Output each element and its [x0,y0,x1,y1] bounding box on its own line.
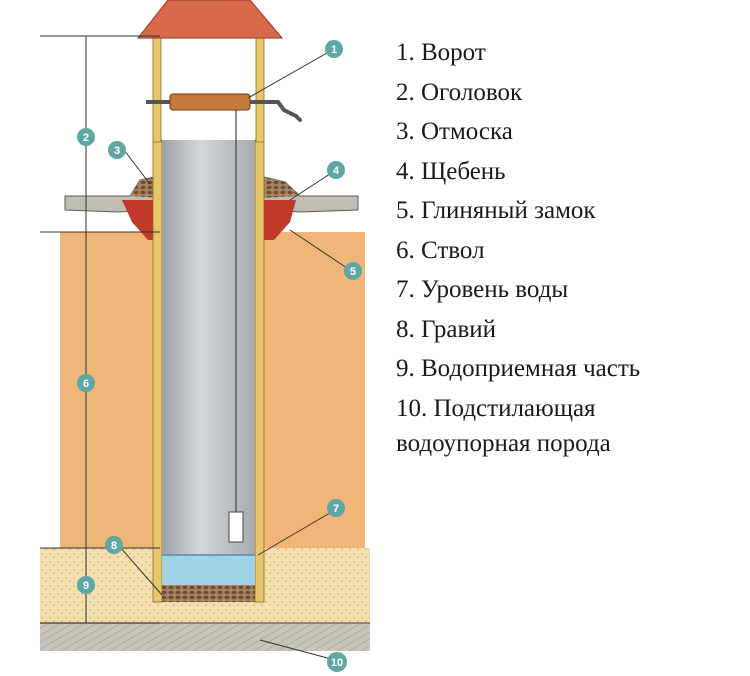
callout-8: 8 [105,536,123,554]
callout-3-num: 3 [114,145,120,157]
windlass-drum [169,93,251,111]
callout-6-num: 6 [83,378,89,390]
callout-1-num: 1 [331,44,337,56]
callout-6: 6 [77,374,95,392]
shaft-wall-right [254,139,265,603]
callout-5-num: 5 [350,266,356,278]
leader-lines [119,48,351,661]
callout-9-num: 9 [83,580,89,592]
clay-lock-right [260,200,296,240]
legend-item-gravel: 8. Гравий [396,315,497,343]
windlass-handle [276,100,302,122]
rubble-right [260,176,300,198]
shaft-interior [162,140,255,555]
shaft-wall-left [152,139,163,603]
gravel [162,585,255,602]
legend-item-bedrock-cont: водоупорная порода [396,430,611,457]
legend-item-shaft: 6. Ствол [396,236,485,264]
legend-item-intake: 9. Водоприемная часть [396,355,641,382]
legend-item-head: 2. Оголовок [396,78,523,106]
head-post-left [152,35,162,143]
legend-item-water-level: 7. Уровень воды [396,276,569,303]
callout-9: 9 [77,576,95,594]
callout-3: 3 [108,141,126,159]
bucket [228,511,244,543]
water [162,555,255,585]
callout-8-num: 8 [111,540,117,552]
clay-lock-left [122,200,160,240]
callout-10-num: 10 [331,657,343,669]
legend-item-rubble: 4. Щебень [396,157,506,185]
legend-item-blind-area: 3. Отмоска [396,118,513,145]
rubble-left [130,176,160,198]
legend-item-windlass: 1. Ворот [396,39,486,66]
callout-1: 1 [325,40,343,58]
callout-7-num: 7 [333,503,339,515]
callout-10: 10 [327,652,347,672]
roof [136,0,284,39]
callout-4-num: 4 [333,165,340,177]
callout-4: 4 [327,161,345,179]
callout-5: 5 [344,262,362,280]
callout-2: 2 [77,128,95,146]
legend-item-bedrock: 10. Подстилающая [396,394,596,422]
callout-2-num: 2 [83,132,89,144]
legend-item-clay-lock: 5. Глиняный замок [396,197,596,224]
legend: 1. Ворот 2. Оголовок 3. Отмоска 4. Щебен… [396,33,746,459]
callout-7: 7 [327,499,345,517]
bedrock-layer [40,623,370,651]
